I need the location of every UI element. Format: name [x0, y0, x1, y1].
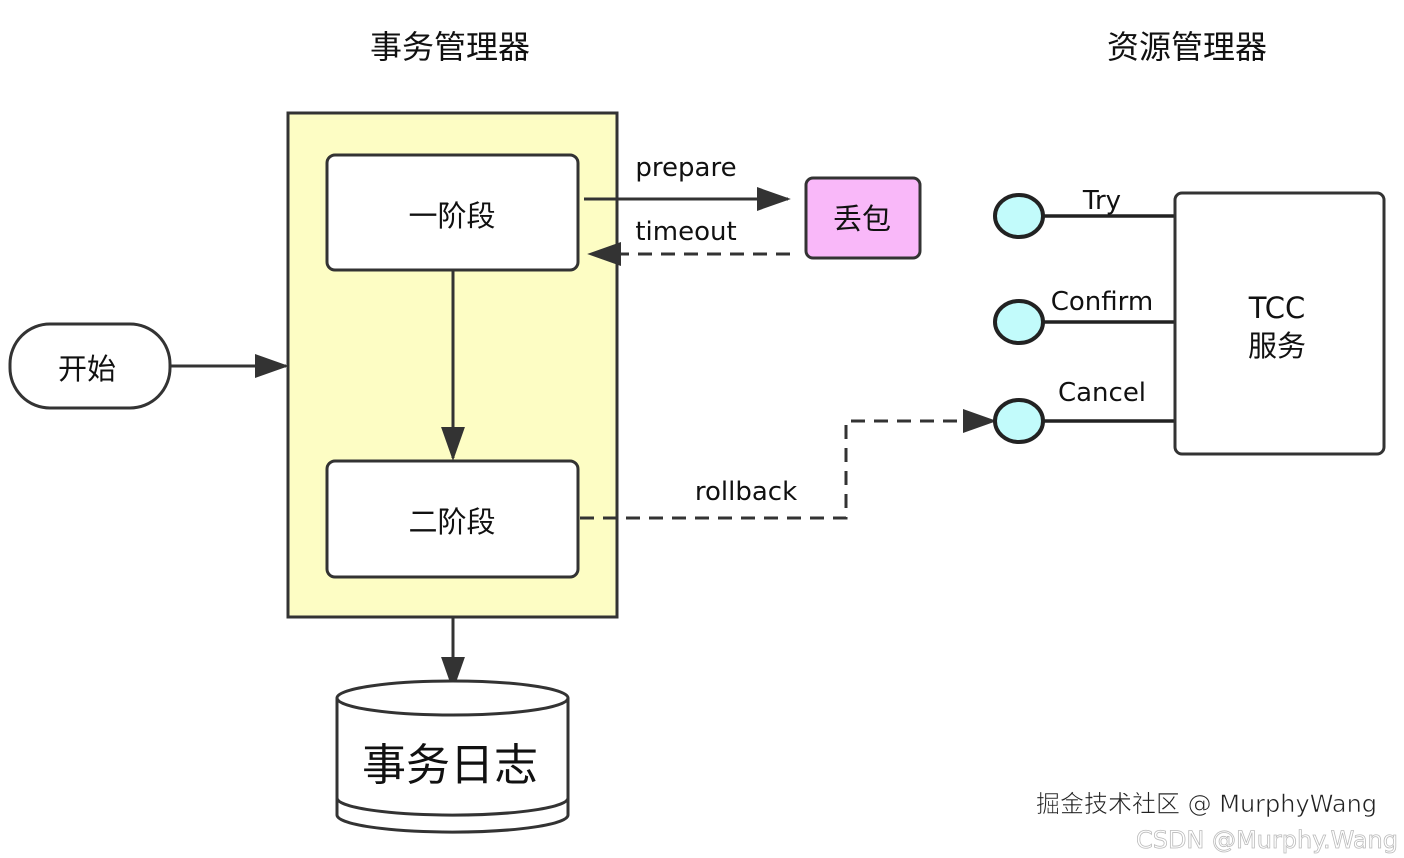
cancel-interface-node: [993, 398, 1045, 444]
try-interface-node: [993, 193, 1045, 239]
prepare-label: prepare: [635, 153, 736, 183]
csdn-watermark: CSDN @Murphy.Wang: [1136, 826, 1398, 854]
packet-loss-label: 丢包: [833, 202, 891, 236]
phase-two-box: [325, 459, 580, 579]
confirm-interface-node: [993, 299, 1045, 345]
transaction-log-cylinder-top: [335, 679, 570, 717]
transaction-manager-title: 事务管理器: [370, 28, 530, 66]
transaction-log-cylinder-base-line: [335, 797, 570, 817]
rollback-arrow: [580, 409, 997, 520]
transaction-log-cylinder: [335, 698, 570, 834]
tcc-service-label-line2: 服务: [1248, 329, 1306, 363]
resource-manager-title: 资源管理器: [1107, 28, 1267, 66]
confirm-label: Confirm: [1051, 287, 1153, 317]
start-label: 开始: [58, 352, 116, 386]
packet-loss-box: [804, 176, 922, 260]
timeout-label: timeout: [635, 217, 736, 247]
rollback-label: rollback: [695, 477, 797, 507]
try-label: Try: [1082, 186, 1121, 216]
tcc-service-label-line1: TCC: [1248, 291, 1306, 325]
tcc-service-box: [1173, 191, 1386, 456]
phase-one-label: 一阶段: [408, 199, 495, 233]
phase-two-label: 二阶段: [408, 505, 495, 539]
cancel-label: Cancel: [1058, 378, 1146, 408]
transaction-log-label: 事务日志: [362, 740, 538, 791]
juejin-watermark: 掘金技术社区 @ MurphyWang: [1036, 790, 1377, 818]
